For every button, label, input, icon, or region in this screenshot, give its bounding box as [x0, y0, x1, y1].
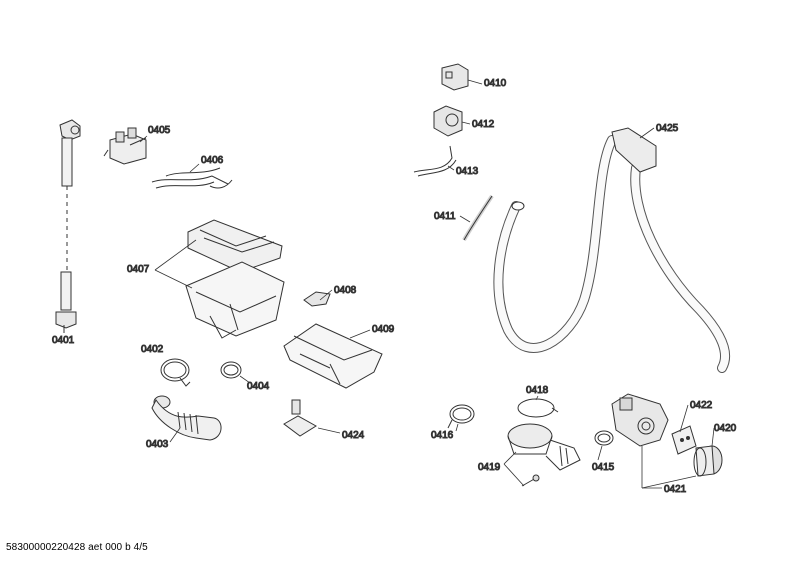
leader-lines — [139, 79, 715, 489]
label-0424: 0424 — [342, 430, 365, 441]
label-0416: 0416 — [431, 430, 454, 441]
part-0425-drain-hose — [493, 127, 730, 373]
label-0404: 0404 — [247, 381, 270, 392]
part-0410-connector — [441, 63, 469, 91]
label-0402: 0402 — [141, 344, 164, 355]
part-0401-inlet-hose — [55, 119, 81, 333]
part-0407-dispenser — [185, 219, 285, 339]
part-0415-clamp — [594, 430, 614, 446]
label-0412: 0412 — [472, 119, 495, 130]
label-0415: 0415 — [592, 462, 615, 473]
part-0420-filter — [693, 445, 723, 477]
part-0419-screw — [521, 474, 540, 487]
label-0422: 0422 — [690, 400, 713, 411]
part-0409-drawer — [283, 323, 383, 389]
label-0407: 0407 — [127, 264, 150, 275]
label-0403: 0403 — [146, 439, 169, 450]
part-0422-plate — [671, 425, 697, 455]
part-0404-clamp — [220, 361, 242, 379]
label-0425: 0425 — [656, 123, 679, 134]
document-footer: 58300000220428 aet 000 b 4/5 — [6, 542, 148, 553]
part-labels: 0401 0402 0403 0404 0405 0406 0407 0408 … — [52, 78, 738, 496]
part-0405-valve — [103, 127, 147, 165]
part-0406-hoses — [151, 167, 233, 189]
part-0416-clamp — [447, 404, 475, 429]
label-0413: 0413 — [456, 166, 479, 177]
label-0401: 0401 — [52, 335, 75, 346]
label-0411: 0411 — [434, 211, 456, 222]
part-0419-sump — [507, 423, 581, 471]
label-0418: 0418 — [526, 385, 549, 396]
label-0421: 0421 — [664, 484, 687, 495]
part-0412-pressure-switch — [433, 105, 463, 137]
label-0406: 0406 — [201, 155, 224, 166]
label-0405: 0405 — [148, 125, 171, 136]
label-0419: 0419 — [478, 462, 501, 473]
label-0409: 0409 — [372, 324, 395, 335]
label-0410: 0410 — [484, 78, 507, 89]
part-0418-ring — [517, 398, 559, 418]
part-0413-tube — [413, 145, 457, 177]
part-0421-pump — [611, 393, 669, 447]
label-0408: 0408 — [334, 285, 357, 296]
part-0408-clip — [303, 291, 331, 307]
part-0402-clamp — [160, 358, 191, 387]
part-0403-bellows — [151, 395, 222, 441]
label-0420: 0420 — [714, 423, 737, 434]
part-0424-bracket — [283, 399, 317, 437]
part-0411-tube — [462, 194, 494, 241]
